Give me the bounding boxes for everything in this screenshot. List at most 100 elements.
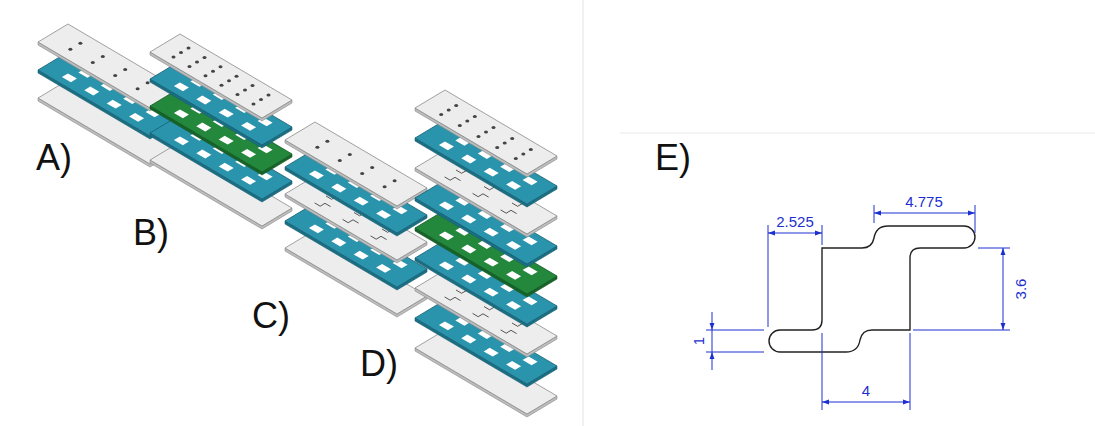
spring-cutout — [445, 297, 461, 301]
panel-letter: A) — [36, 140, 72, 176]
plate-hole — [219, 65, 223, 68]
plate-slot — [376, 264, 391, 273]
plate-slot — [484, 348, 499, 357]
plate-slot — [484, 168, 499, 177]
dimension-value: 2.525 — [774, 214, 816, 229]
plate-slot — [523, 356, 538, 365]
plate-slot — [523, 266, 538, 275]
panel-letter: E) — [655, 140, 691, 176]
plate-hole — [447, 109, 451, 112]
plate-slot — [174, 82, 189, 91]
panel-letter: B) — [133, 215, 169, 251]
dimension-value: 4.775 — [903, 194, 945, 209]
dimension-value: 4 — [860, 383, 872, 398]
spring-cutout — [501, 330, 517, 334]
plate-slot — [241, 149, 256, 158]
plate-slot — [62, 73, 77, 82]
plate-hole — [458, 124, 462, 127]
plate-hole — [123, 68, 127, 71]
plate-hole — [325, 140, 329, 143]
plate-slot — [461, 155, 476, 164]
plate-hole — [439, 113, 443, 116]
plate-hole — [91, 61, 95, 64]
spring-cutout — [501, 210, 517, 214]
plate-hole — [136, 87, 140, 90]
plate-slot — [219, 109, 234, 118]
plate-hole — [454, 104, 458, 107]
plate-slot — [174, 109, 189, 118]
plate-slot — [84, 87, 99, 96]
plate-slot — [241, 176, 256, 185]
plate-slot — [439, 261, 454, 270]
plate-hole — [101, 55, 105, 58]
plate-slot — [439, 231, 454, 240]
plate-slot — [506, 271, 521, 280]
panel-letter: D) — [360, 346, 398, 382]
plate-slot — [174, 136, 189, 145]
plate-hole — [465, 120, 469, 123]
spring-cutout — [445, 177, 461, 181]
plate-hole — [383, 185, 387, 188]
plate-slot — [439, 201, 454, 210]
spring-cutout — [343, 219, 359, 223]
plate-slot — [461, 245, 476, 254]
plate-hole — [243, 89, 247, 92]
plate-slot — [309, 170, 324, 179]
plate-slot — [196, 123, 211, 132]
plate-slot — [439, 321, 454, 330]
plate-hole — [188, 65, 192, 68]
plate-hole — [203, 56, 207, 59]
plate-hole — [267, 94, 271, 97]
plate-hole — [393, 179, 397, 182]
plate-hole — [477, 135, 481, 138]
plate-hole — [113, 74, 117, 77]
dimension-value: 1 — [691, 335, 706, 347]
plate-hole — [503, 142, 507, 145]
plate-hole — [68, 48, 72, 51]
plate-slot — [461, 335, 476, 344]
plate-slot — [506, 361, 521, 370]
plate-hole — [348, 153, 352, 156]
plate-slot — [219, 163, 234, 172]
plate-hole — [473, 115, 477, 118]
plate-slot — [506, 181, 521, 190]
plate-hole — [484, 131, 488, 134]
dimension-lines — [706, 205, 1010, 410]
plate-slot — [219, 136, 234, 145]
plate-hole — [510, 137, 514, 140]
plate-slot — [484, 228, 499, 237]
plate-hole — [235, 75, 239, 78]
plate — [285, 122, 427, 206]
plate-hole — [220, 84, 224, 87]
plate-hole — [370, 166, 374, 169]
plate-hole — [251, 84, 255, 87]
plate-slot — [506, 301, 521, 310]
plate-slot — [129, 113, 144, 122]
plate — [38, 24, 180, 108]
dimension-value: 3.6 — [1013, 277, 1028, 302]
plate-slot — [107, 100, 122, 109]
plate-slot — [439, 141, 454, 150]
plate-hole — [211, 70, 215, 73]
plate-hole — [514, 157, 518, 160]
plate-slot — [241, 122, 256, 131]
plate-slot — [506, 241, 521, 250]
plate-slot — [484, 288, 499, 297]
plate-hole — [236, 93, 240, 96]
spring-cutout — [371, 236, 387, 240]
plate-hole — [521, 153, 525, 156]
plate-hole — [179, 51, 183, 54]
plate-slot — [376, 210, 391, 219]
plate-hole — [360, 172, 364, 175]
plate — [150, 34, 292, 118]
panel-letter: C) — [252, 298, 290, 334]
plate-hole — [252, 103, 256, 106]
plate — [415, 90, 557, 174]
plate-slot — [484, 258, 499, 267]
plate-hole — [227, 79, 231, 82]
plate-hole — [492, 126, 496, 129]
plate-hole — [315, 146, 319, 149]
spring-cutout — [473, 193, 489, 197]
panel-divider — [583, 0, 584, 426]
